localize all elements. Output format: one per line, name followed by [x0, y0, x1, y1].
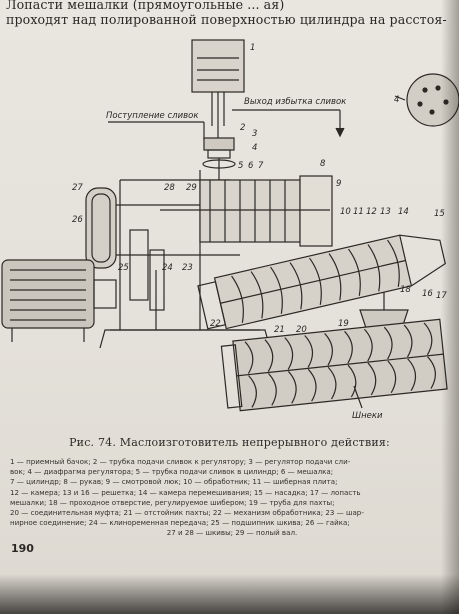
page-bottom-shadow: [0, 574, 459, 614]
regulator: [202, 137, 236, 180]
running-text: Лопасти мешалки (прямоугольные ... ая) п…: [6, 0, 456, 27]
label-cream-in: Поступление сливок: [106, 111, 199, 121]
churning-cylinder: [160, 175, 333, 247]
callout-14: 14: [398, 207, 409, 217]
legend-line-3: 7 — цилиндр; 8 — рукав; 9 — смотровой лю…: [10, 477, 338, 487]
mixer-disk: [394, 73, 459, 127]
callout-12: 12: [366, 207, 377, 217]
callout-9: 9: [336, 179, 341, 189]
legend-line-2: вок; 4 — диафрагма регулятора; 5 — трубк…: [10, 467, 334, 477]
callout-11: 11: [353, 207, 364, 217]
legend-line-7: нирное соединение; 24 — клиноременная пе…: [10, 518, 350, 528]
legend-line-4: 12 — камера; 13 и 16 — решетка; 14 — кам…: [10, 487, 361, 497]
callout-22: 22: [210, 319, 221, 329]
running-text-line-1: Лопасти мешалки (прямоугольные ... ая): [6, 0, 285, 12]
callout-7: 7: [258, 161, 264, 171]
callout-8: 8: [320, 159, 326, 169]
callout-29: 29: [186, 183, 197, 193]
label-buttermilk-out: Выход избытка сливок: [244, 97, 347, 107]
running-text-line-2: проходят над полированной поверхностью ц…: [6, 12, 447, 27]
callout-17: 17: [436, 291, 447, 301]
callout-25: 25: [118, 263, 129, 273]
callout-6: 6: [248, 161, 254, 171]
figure-legend: 1 — приемный бачок; 2 — трубка подачи сл…: [10, 457, 454, 539]
callout-24: 24: [162, 263, 173, 273]
page-number: 190: [11, 542, 34, 555]
callout-4: 4: [394, 95, 399, 105]
callout-4b: 4: [252, 143, 257, 153]
receiving-tank: [191, 39, 245, 148]
callout-15: 15: [434, 209, 445, 219]
label-screws: Шнеки: [352, 411, 383, 421]
screw-worker: [197, 234, 446, 330]
callout-21: 21: [274, 325, 285, 335]
cream-flow-lines: [108, 109, 345, 140]
figure-caption: Рис. 74. Маслоизготовитель непрерывного …: [69, 436, 390, 449]
electric-motor: [1, 259, 117, 342]
callout-5: 5: [238, 161, 243, 171]
callout-3: 3: [252, 129, 257, 139]
screws-leader-line: [353, 385, 363, 409]
callout-13: 13: [380, 207, 391, 217]
callout-20: 20: [296, 325, 307, 335]
legend-line-1: 1 — приемный бачок; 2 — трубка подачи сл…: [10, 457, 351, 466]
callout-28: 28: [164, 183, 175, 193]
legend-line-5: мешалки; 18 — проходное отверстие, регул…: [10, 497, 335, 507]
callout-26: 26: [72, 215, 83, 225]
callout-19: 19: [338, 319, 349, 329]
callout-10: 10: [340, 207, 351, 217]
callout-16: 16: [422, 289, 433, 299]
legend-line-8: 27 и 28 — шкивы; 29 — полый вал.: [166, 528, 298, 538]
figure-butter-maker: Поступление сливок Выход избытка сливок …: [0, 30, 459, 430]
callout-23: 23: [182, 263, 193, 273]
legend-line-6: 20 — соединительная муфта; 21 — отстойни…: [10, 508, 364, 518]
callout-27: 27: [72, 183, 83, 193]
callout-1: 1: [250, 43, 255, 53]
callout-2: 2: [240, 123, 245, 133]
screws-detail: [220, 318, 448, 412]
technical-drawing: Поступление сливок Выход избытка сливок …: [1, 39, 459, 421]
callout-18: 18: [400, 285, 411, 295]
